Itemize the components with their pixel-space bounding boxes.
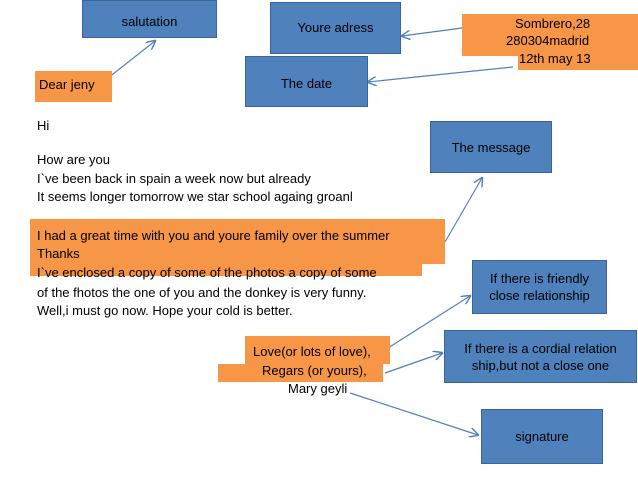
arrow-highlight-to-message xyxy=(444,178,482,243)
letter-body-line-4: I`ve enclosed a copy of some of the phot… xyxy=(37,265,377,280)
closing-love: Love(or lots of love), xyxy=(253,344,371,359)
greeting: Dear jeny xyxy=(39,77,95,92)
address-label-box: Youre adress xyxy=(270,2,401,54)
greeting-highlight xyxy=(35,71,112,102)
friendly-line-2: close relationship xyxy=(489,288,590,303)
letter-hi: Hi xyxy=(37,118,50,133)
closing-love-highlight xyxy=(245,336,390,364)
address-line-1: Sombrero,28 xyxy=(515,16,591,31)
message-highlight xyxy=(30,219,445,264)
date-label-box: The date xyxy=(245,56,368,107)
salutation-label: salutation xyxy=(121,14,178,29)
signature-label: signature xyxy=(515,429,569,444)
letter-highlight-line-1: I had a great time with you and youre fa… xyxy=(37,228,390,243)
arrow-greeting-to-salutation xyxy=(107,41,155,79)
arrow-name-to-signature xyxy=(349,392,478,435)
message-label: The message xyxy=(451,139,531,155)
salutation-box: salutation xyxy=(82,0,217,38)
letter-highlight-line-2: Thanks xyxy=(37,246,80,261)
friendly-line-1: If there is friendly xyxy=(490,271,589,286)
address-date-highlight xyxy=(518,56,638,70)
address-block xyxy=(462,14,638,56)
closing-regards: Regars (or yours), xyxy=(262,363,367,378)
address-line-2: 280304madrid xyxy=(506,33,590,48)
arrow-address-to-label xyxy=(402,27,463,36)
cordial-line-2: ship,but not a close one xyxy=(471,357,610,373)
address-line-3: 12th may 13 xyxy=(519,51,591,66)
message-label-box: The message xyxy=(430,121,552,173)
letter-body-line-6: Well,i must go now. Hope your cold is be… xyxy=(37,303,293,318)
letter-body-line-5: of the fhotos the one of you and the don… xyxy=(37,285,367,300)
arrow-regards-to-cordial xyxy=(384,353,442,374)
letter-body-line-1: How are you xyxy=(37,152,110,167)
signature-box: signature xyxy=(481,409,603,464)
cordial-box: If there is a cordial relation ship,but … xyxy=(444,330,637,383)
closing-regards-highlight xyxy=(218,364,383,382)
letter-body-line-3: It seems longer tomorrow we star school … xyxy=(37,189,353,204)
arrow-date-to-label xyxy=(368,66,514,82)
arrow-love-to-friendly xyxy=(387,296,470,349)
cordial-line-1: If there is a cordial relation xyxy=(464,340,617,356)
address-label: Youre adress xyxy=(297,20,374,35)
message-highlight-tail xyxy=(30,264,422,276)
friendly-box: If there is friendly close relationship xyxy=(472,260,607,314)
letter-body-line-2: I`ve been back in spain a week now but a… xyxy=(37,171,311,186)
date-label: The date xyxy=(280,76,333,91)
sender-name: Mary geyli xyxy=(288,381,348,396)
